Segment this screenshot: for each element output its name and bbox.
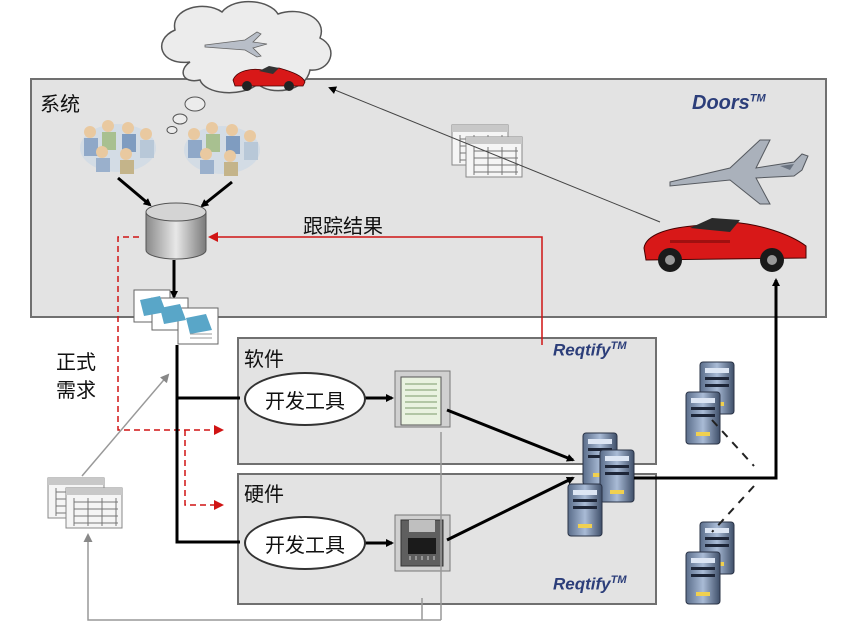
hardware-dev-tool-label: 开发工具: [265, 532, 345, 557]
database-icon: [145, 202, 207, 260]
hardware-reqtify-text: Reqtify: [553, 574, 611, 594]
requirements-documents-icon: [133, 289, 219, 345]
doors-export-spreadsheet-icon: [451, 124, 523, 178]
requirements-spreadsheet-icon: [47, 477, 123, 529]
doors-tm: TM: [749, 92, 766, 105]
formal-requirements-line2: 需求: [56, 378, 96, 402]
hardware-label: 硬件: [244, 482, 284, 506]
remote-server-group-top-icon: [685, 361, 735, 445]
system-label: 系统: [40, 92, 80, 116]
stakeholders-group-right-icon: [184, 122, 260, 176]
software-reqtify-tm: TM: [610, 340, 627, 352]
software-dev-tool-ellipse: 开发工具: [244, 372, 366, 426]
software-reqtify-text: Reqtify: [553, 340, 611, 360]
hardware-reqtify-brand-label: ReqtifyTM: [553, 574, 627, 595]
hardware-dev-tool-ellipse: 开发工具: [244, 516, 366, 570]
red-sports-car-icon: [643, 218, 807, 272]
system-panel: [30, 78, 827, 318]
hardware-reqtify-tm: TM: [610, 574, 627, 586]
software-dev-tool-label: 开发工具: [265, 388, 345, 413]
software-reqtify-brand-label: ReqtifyTM: [553, 340, 627, 361]
formal-requirements-line1: 正式: [56, 350, 96, 374]
software-label: 软件: [244, 347, 284, 371]
fighter-jet-icon: [669, 139, 809, 205]
cloud-car-icon: [232, 66, 306, 91]
software-spec-document-icon: [394, 370, 451, 428]
doors-brand-label: DoorsTM: [692, 92, 766, 115]
cloud-jet-icon: [204, 31, 268, 58]
remote-server-group-bottom-icon: [685, 521, 735, 605]
stakeholders-group-left-icon: [80, 120, 156, 174]
reqtify-server-cluster-icon: [567, 432, 635, 537]
doors-brand-text: Doors: [692, 92, 750, 114]
trace-result-label: 跟踪结果: [303, 214, 383, 238]
thought-cloud: [160, 0, 332, 134]
